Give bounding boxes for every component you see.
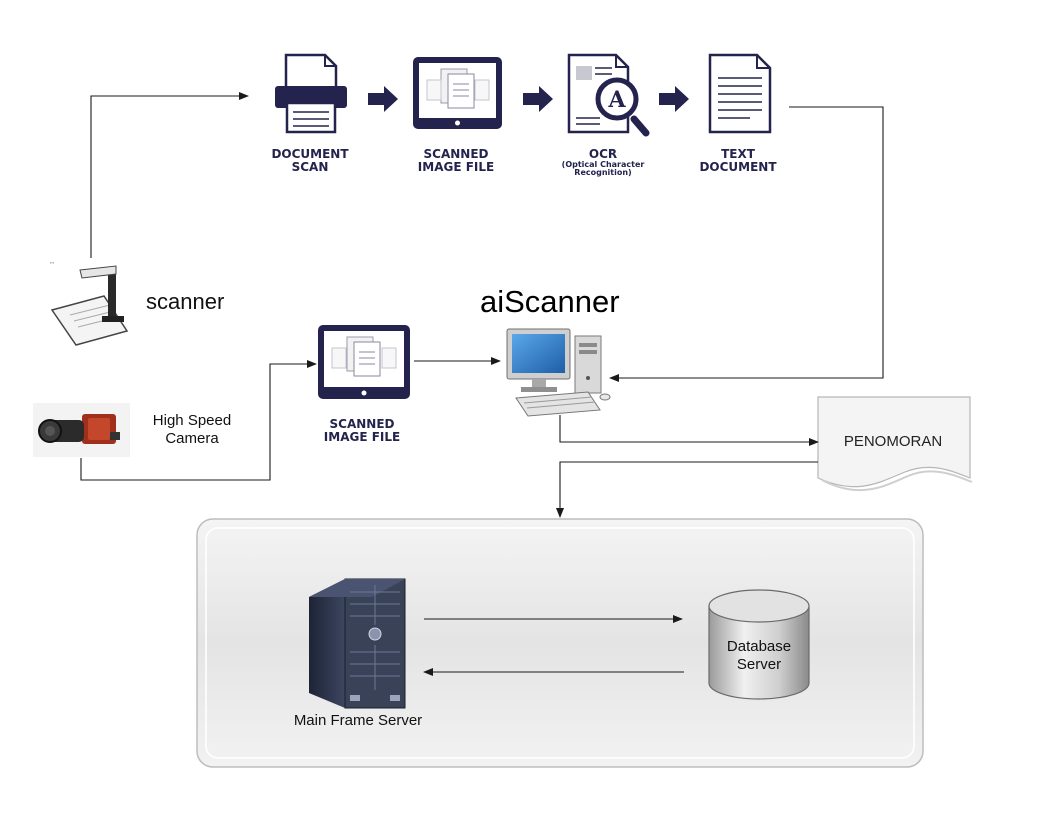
scanner-to-printer-connector — [90, 92, 249, 258]
scanner-label: scanner — [146, 289, 225, 314]
svg-text:▪▪▪: ▪▪▪ — [50, 260, 55, 265]
text-document-icon — [708, 53, 772, 134]
camera-label: High Speed Camera — [152, 412, 232, 447]
flow-arrow — [523, 86, 553, 112]
svg-text:A: A — [607, 87, 626, 113]
ocr-label: OCR (Optical Character Recognition) — [561, 147, 645, 177]
flow-arrow — [368, 86, 398, 112]
server-tower-icon — [309, 578, 406, 709]
flow-arrow — [659, 86, 689, 112]
penomoran-shape — [817, 396, 971, 488]
main-frame-server-label: Main Frame Server — [293, 712, 423, 729]
database-cylinder-icon — [708, 589, 810, 700]
printer-icon — [275, 53, 347, 134]
penomoran-to-servers-connector — [556, 461, 818, 518]
desktop-computer-icon — [506, 328, 611, 417]
text-document-to-computer-connector — [609, 106, 884, 382]
camera-to-scanned-file-connector — [80, 360, 317, 481]
tablet-document-icon — [413, 57, 502, 129]
app-title: aiScanner — [480, 284, 620, 319]
tablet-document-icon — [318, 325, 410, 399]
camera-icon — [33, 403, 130, 457]
computer-to-penomoran-connector — [559, 415, 819, 446]
server-panel — [196, 518, 924, 768]
document-scanner-icon: ▪▪▪ — [50, 260, 129, 346]
ocr-magnifier-icon: A — [567, 53, 650, 137]
database-server-label: Database Server — [726, 638, 792, 673]
penomoran-label: PENOMORAN — [843, 433, 943, 450]
